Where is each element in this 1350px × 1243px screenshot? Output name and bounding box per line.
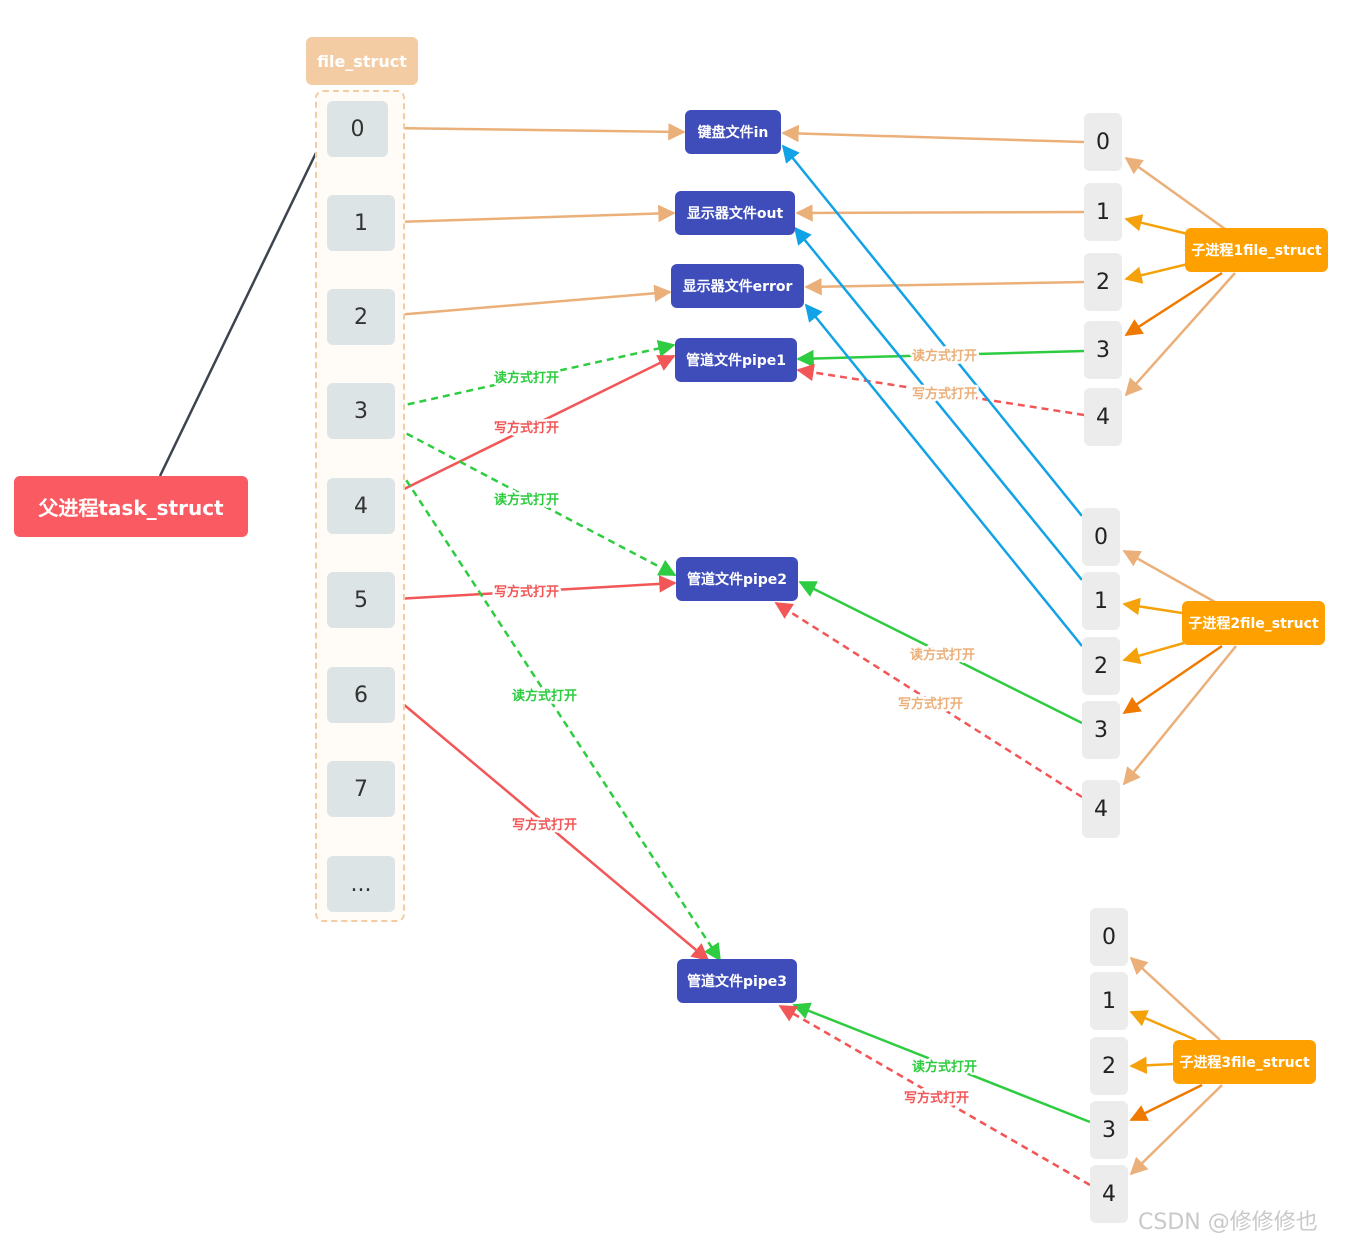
child2-fd-1: 1: [1082, 572, 1120, 630]
edge-label-read: 读方式打开: [910, 647, 975, 663]
fd-cell-1: 1: [327, 195, 395, 251]
child3-fd-2: 2: [1090, 1037, 1128, 1095]
edge-label-read: 读方式打开: [912, 348, 977, 364]
fd2-to-display-error-arrow: [395, 284, 672, 317]
fd-cell-3: 3: [327, 383, 395, 439]
child2-fd-0: 0: [1082, 508, 1120, 566]
child1-fd-0: 0: [1084, 113, 1122, 171]
child1-fd-2: 2: [1084, 253, 1122, 311]
fd1-to-display-out-arrow: [395, 204, 676, 224]
file-pipe3: 管道文件pipe3: [677, 959, 797, 1003]
c3-struct-to-fd1: [1129, 1010, 1197, 1042]
c2-fd3-read-pipe2-arrow: [798, 580, 1083, 725]
file-display-out: 显示器文件out: [675, 191, 795, 235]
edge-label-read: 读方式打开: [512, 688, 577, 704]
c2-struct-to-fd3: [1122, 644, 1223, 715]
file-display-error: 显示器文件error: [671, 264, 804, 308]
c2-struct-to-fd2: [1122, 641, 1185, 665]
file-keyboard-in: 键盘文件in: [685, 110, 781, 154]
fd3-read-pipe2-arrow: [395, 426, 677, 577]
fd-cell-6: 6: [327, 667, 395, 723]
c2-fd4-write-pipe2-arrow: [774, 601, 1083, 799]
c2-struct-to-fd0: [1122, 549, 1216, 604]
edge-label-write: 写方式打开: [512, 817, 577, 833]
c1-struct-to-fd1: [1124, 214, 1189, 236]
fd6-write-pipe3-arrow: [395, 697, 710, 962]
file-pipe2: 管道文件pipe2: [676, 557, 798, 601]
edge-label-read: 读方式打开: [912, 1059, 977, 1075]
c1-struct-to-fd2: [1124, 262, 1189, 284]
child2-file-struct: 子进程2file_struct: [1182, 601, 1325, 645]
c1-fd4-write-pipe1-arrow: [796, 363, 1085, 417]
fd4-write-pipe1-arrow: [395, 354, 676, 495]
c3-struct-to-fd4: [1129, 1084, 1223, 1176]
c1-struct-to-fd4: [1124, 272, 1236, 397]
c3-struct-to-fd0: [1129, 956, 1221, 1041]
child2-fd-4: 4: [1082, 780, 1120, 838]
c2-fd0-to-keyboard-arrow: [781, 144, 1083, 517]
fd-cell-0: 0: [327, 101, 388, 157]
c1-struct-to-fd3: [1124, 271, 1223, 337]
child1-fd-1: 1: [1084, 183, 1122, 241]
edge-label-read: 读方式打开: [494, 492, 559, 508]
edge-label-read: 读方式打开: [494, 370, 559, 386]
fd-cell-2: 2: [327, 289, 395, 345]
child3-fd-3: 3: [1090, 1101, 1128, 1159]
child1-fd-4: 4: [1084, 388, 1122, 446]
fd-cell-4: 4: [327, 478, 395, 534]
c2-struct-to-fd1: [1122, 597, 1183, 616]
c1-fd2-to-display-error-arrow: [804, 277, 1085, 296]
c3-struct-to-fd3: [1129, 1083, 1203, 1122]
watermark: CSDN @修修修也: [1138, 1210, 1318, 1235]
fd5-write-pipe2-arrow: [395, 575, 677, 601]
child3-fd-4: 4: [1090, 1165, 1128, 1223]
fd-cell-more: ...: [327, 856, 395, 912]
fd0-to-keyboard-arrow: [387, 123, 686, 141]
child2-fd-2: 2: [1082, 637, 1120, 695]
child3-fd-1: 1: [1090, 972, 1128, 1030]
c1-fd0-to-keyboard-arrow: [781, 124, 1085, 144]
fd3-read-pipe3-arrow: [378, 439, 722, 962]
edge-label-write: 写方式打开: [494, 584, 559, 600]
c2-fd1-to-display-out-arrow: [793, 226, 1083, 581]
c1-fd1-to-display-out-arrow: [795, 204, 1085, 222]
c3-struct-to-fd2: [1129, 1056, 1175, 1075]
edge-label-write: 写方式打开: [494, 420, 559, 436]
parent-task-struct: 父进程task_struct: [14, 476, 248, 537]
edge-label-write: 写方式打开: [904, 1090, 969, 1106]
c2-struct-to-fd4: [1122, 645, 1237, 786]
fd-cell-5: 5: [327, 572, 395, 628]
file-struct-title: file_struct: [306, 37, 418, 85]
fd-cell-7: 7: [327, 761, 395, 817]
edge-label-write: 写方式打开: [898, 696, 963, 712]
child3-file-struct: 子进程3file_struct: [1173, 1040, 1316, 1084]
c1-struct-to-fd0: [1124, 156, 1226, 231]
child2-fd-3: 3: [1082, 701, 1120, 759]
child1-fd-3: 3: [1084, 321, 1122, 379]
child1-file-struct: 子进程1file_struct: [1185, 228, 1328, 272]
edge-label-write: 写方式打开: [912, 386, 977, 402]
file-pipe1: 管道文件pipe1: [675, 338, 797, 382]
child3-fd-0: 0: [1090, 908, 1128, 966]
parent-link-line: [158, 127, 330, 477]
c2-fd2-to-display-error-arrow: [804, 303, 1083, 647]
c3-fd3-read-pipe3-arrow: [792, 1002, 1091, 1124]
c1-fd3-read-pipe1-arrow: [796, 349, 1085, 368]
